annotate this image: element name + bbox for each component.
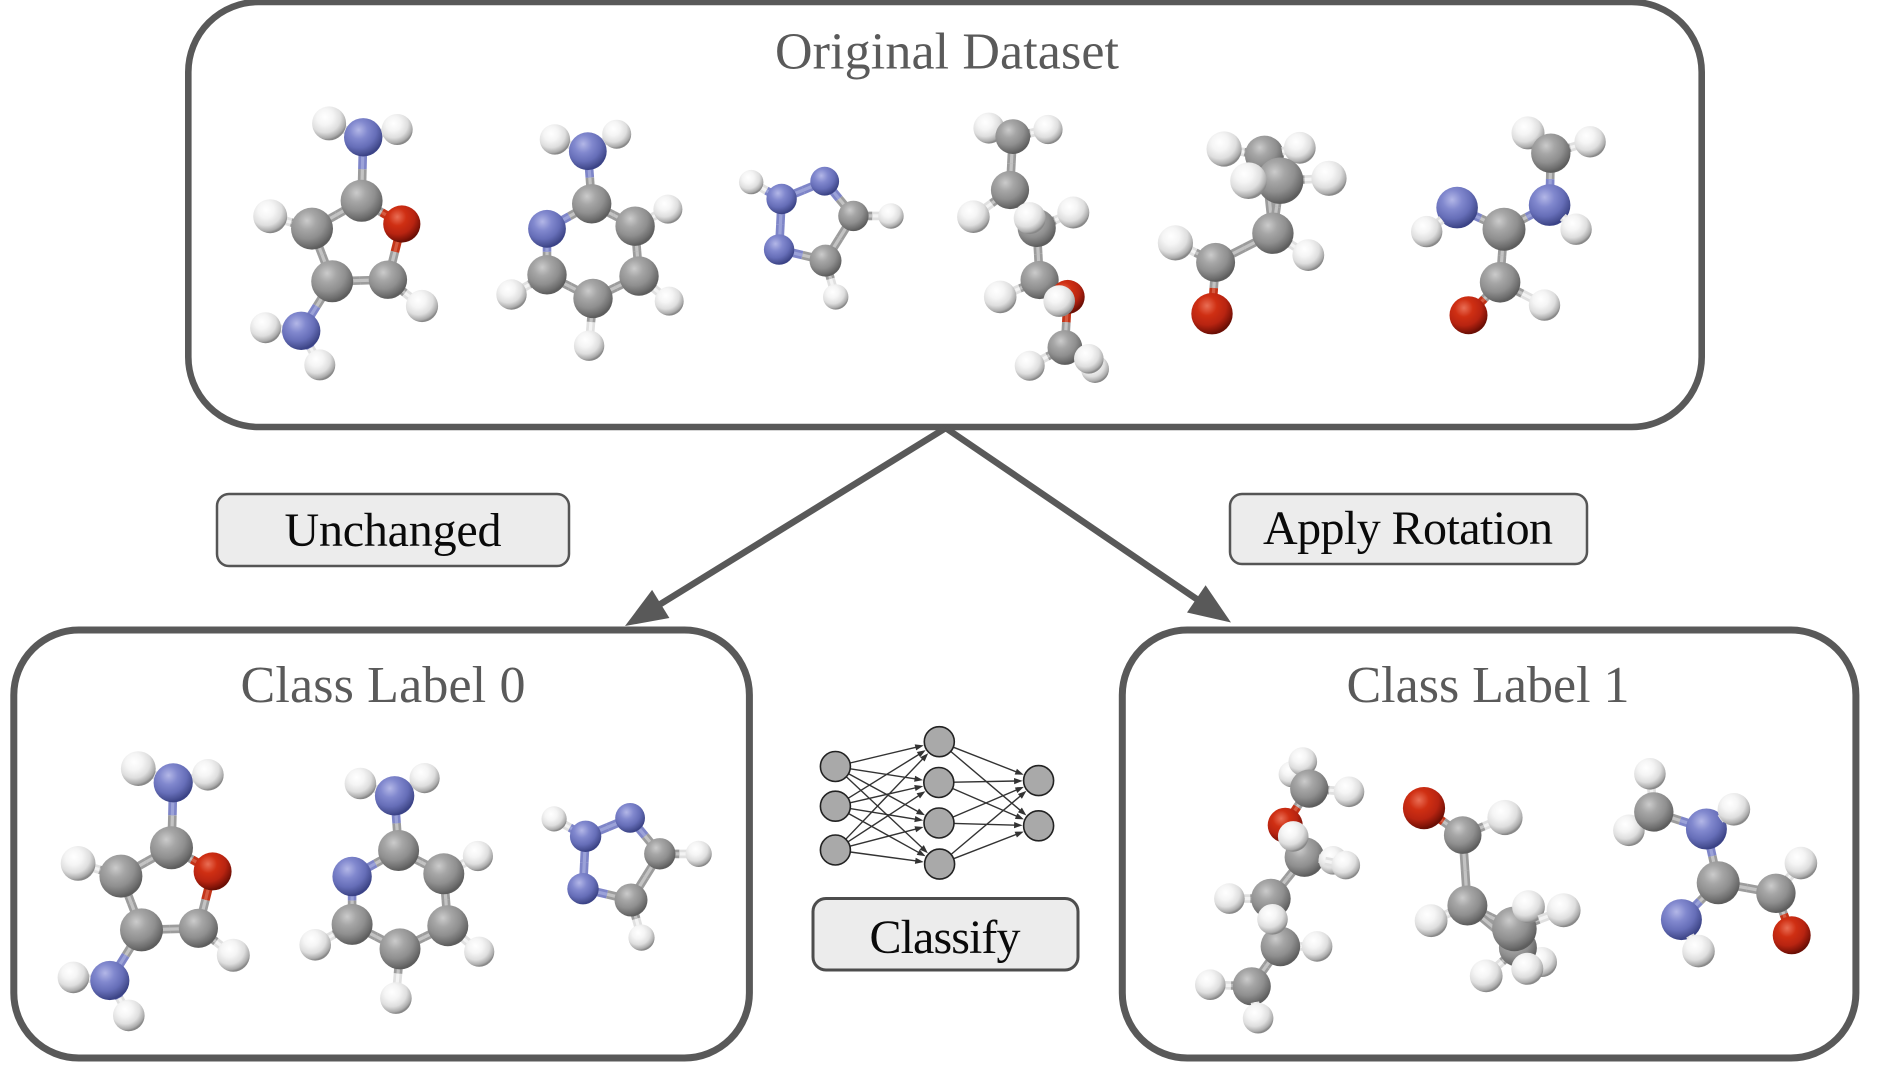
svg-text:Class Label 0: Class Label 0 — [241, 657, 526, 714]
svg-text:Unchanged: Unchanged — [285, 504, 502, 557]
svg-text:Original Dataset: Original Dataset — [775, 24, 1120, 81]
svg-text:Apply Rotation: Apply Rotation — [1263, 502, 1553, 555]
svg-text:Classify: Classify — [870, 911, 1021, 964]
svg-text:Class Label 1: Class Label 1 — [1347, 657, 1630, 714]
